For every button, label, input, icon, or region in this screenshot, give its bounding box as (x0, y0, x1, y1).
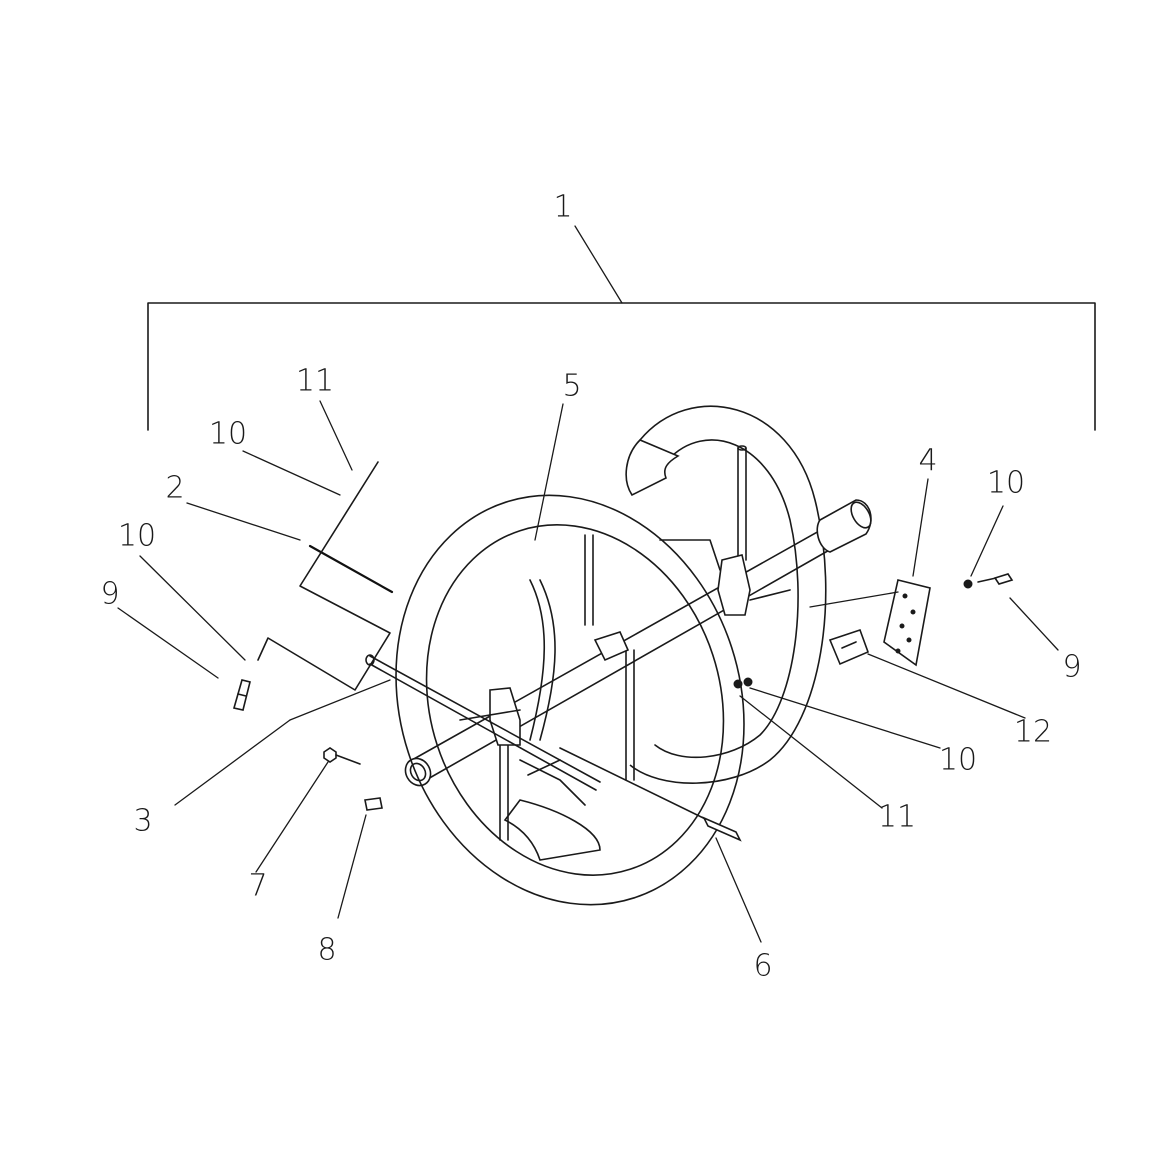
callout-2: 2 (165, 471, 184, 506)
left-bolt (232, 679, 251, 711)
nut (323, 747, 361, 765)
callout-10-lower-left: 10 (118, 519, 156, 554)
long-bolt (559, 747, 742, 842)
callout-leaders (117, 400, 1059, 943)
callout-8: 8 (317, 933, 336, 968)
callout-9-left: 9 (100, 577, 119, 612)
callout-10-upper-right: 10 (987, 466, 1025, 501)
callout-3: 3 (133, 804, 152, 839)
callout-9-right: 9 (1062, 650, 1081, 685)
spacer-block (828, 628, 870, 666)
key (364, 797, 383, 811)
front-wheel (395, 494, 745, 906)
front-hub-bracket (459, 631, 630, 806)
callout-11-upper: 11 (296, 364, 334, 399)
callout-4: 4 (918, 444, 937, 479)
callout-1: 1 (553, 190, 572, 225)
washer-pair (733, 677, 753, 689)
rod-assembly (257, 461, 394, 691)
callout-11-lower: 11 (878, 800, 916, 835)
callout-7: 7 (248, 869, 267, 904)
hub-plate (883, 579, 931, 667)
drive-pipe (365, 654, 601, 791)
callout-10-lower-right: 10 (939, 743, 977, 778)
callout-12: 12 (1014, 715, 1052, 750)
callout-labels: 1 2 3 4 5 6 7 8 9 9 10 10 10 10 11 11 12 (100, 190, 1081, 984)
callout-10-upper-left: 10 (209, 417, 247, 452)
assembly-bracket (147, 225, 1096, 431)
callout-5: 5 (562, 369, 581, 404)
right-bolt-group (963, 573, 1014, 589)
rear-hub-bracket (659, 539, 791, 616)
callout-6: 6 (753, 949, 772, 984)
